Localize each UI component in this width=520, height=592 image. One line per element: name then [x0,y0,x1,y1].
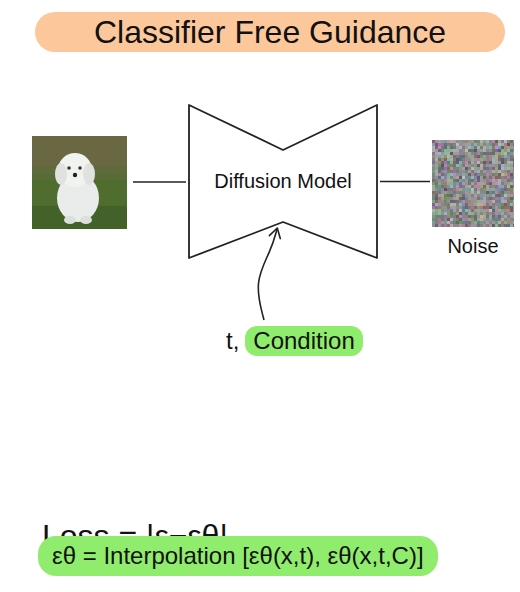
dog-photo [32,136,127,229]
arrow-head [269,228,280,239]
noise-image: Noise [432,140,514,258]
node-text: εθ = Interpolation [εθ(x,t), εθ(x,t,C)] [52,542,424,569]
condition-highlight: Condition [245,326,362,356]
connector-line [258,228,277,320]
connector [258,228,280,320]
node-text: Noise [432,235,514,258]
node-text: Diffusion Model [214,170,351,193]
connector-line [380,181,430,183]
connector [380,181,430,182]
title: Classifier Free Guidance [35,12,505,52]
node-text: t, [226,327,239,355]
formula-band: εθ = Interpolation [εθ(x,t), εθ(x,t,C)] [38,536,438,576]
model-bowtie: Diffusion Model [188,104,378,259]
input-wire [133,181,186,183]
condition-input: t,Condition [226,326,363,356]
bowtie-shape [189,105,377,258]
noise-picture [432,140,514,227]
